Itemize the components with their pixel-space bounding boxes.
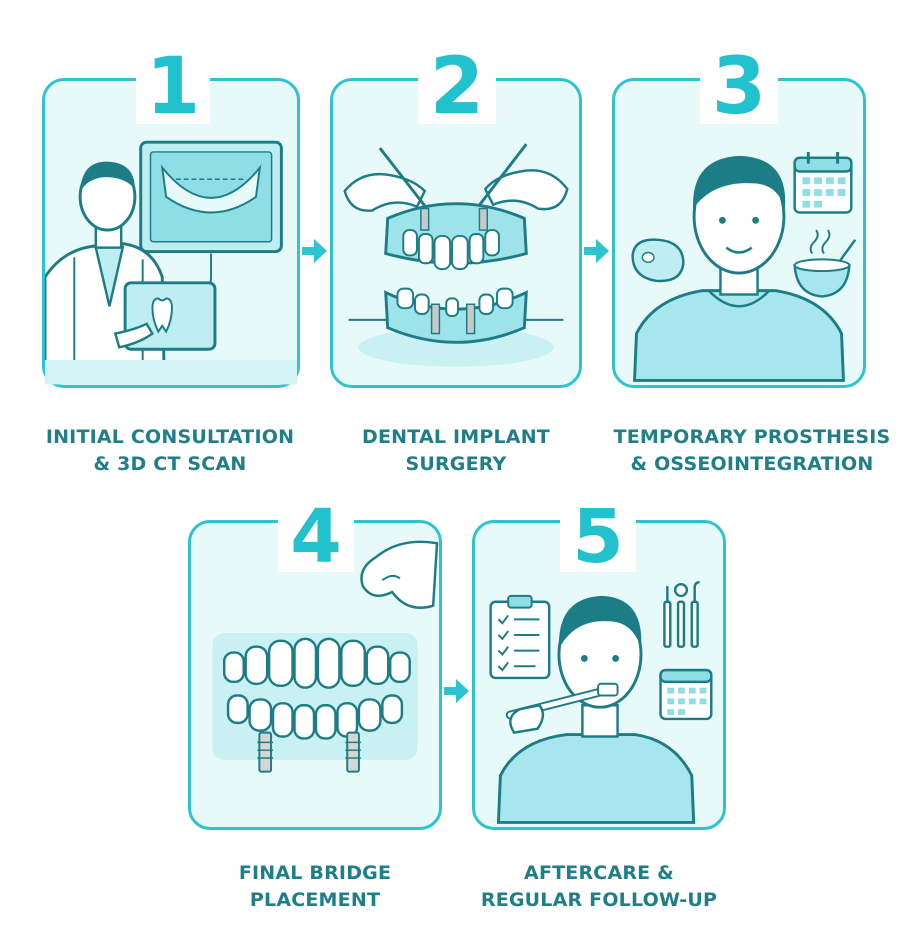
- step-4-number: 4: [278, 500, 354, 574]
- calendar-icon: [659, 668, 713, 721]
- step-1-number: 1: [136, 48, 210, 126]
- arrow-right-icon: [444, 679, 469, 703]
- tooth-tablet-icon: [113, 281, 217, 351]
- step-1-caption-line-1: INITIAL CONSULTATION: [45, 426, 295, 448]
- arrow-right-icon: [302, 239, 327, 263]
- step-5-caption: AFTERCARE & REGULAR FOLLOW-UP: [446, 860, 752, 914]
- denture-bridge-icon: [222, 637, 411, 773]
- step-4-illustration: [212, 540, 439, 773]
- step-4-caption-line-1: FINAL BRIDGE: [238, 862, 392, 884]
- step-2-panel: [330, 78, 582, 388]
- step-3-illustration: [631, 151, 857, 382]
- step-3-caption: TEMPORARY PROSTHESIS & OSSEOINTEGRATION: [596, 424, 908, 478]
- soup-bowl-icon: [793, 229, 857, 298]
- step-2-number: 2: [418, 48, 496, 126]
- patient-icon: [496, 595, 696, 824]
- step-5-caption-line-1: AFTERCARE &: [524, 862, 674, 884]
- step-5-caption-line-2: REGULAR FOLLOW-UP: [480, 889, 718, 911]
- step-2-caption: DENTAL IMPLANT SURGERY: [322, 424, 590, 478]
- step-2-illustration: [343, 143, 569, 367]
- toothbrush-icon: [505, 682, 619, 734]
- step-1-illustration: [45, 140, 297, 385]
- step-2-caption-line-2: SURGERY: [405, 453, 507, 475]
- step-1-panel: [42, 78, 300, 388]
- patient-icon: [633, 155, 845, 382]
- jaw-implant-icon: [348, 202, 564, 367]
- step-1-caption: INITIAL CONSULTATION & 3D CT SCAN: [20, 424, 320, 478]
- step-4-panel: [188, 520, 442, 830]
- step-3-caption-line-2: & OSSEOINTEGRATION: [630, 453, 874, 475]
- calendar-icon: [793, 151, 853, 214]
- gloved-hand-icon: [360, 540, 439, 609]
- step-4-caption: FINAL BRIDGE PLACEMENT: [188, 860, 442, 914]
- step-2-caption-line-1: DENTAL IMPLANT: [362, 426, 550, 448]
- step-3-caption-line-1: TEMPORARY PROSTHESIS: [613, 426, 891, 448]
- dental-tools-icon: [663, 581, 700, 648]
- arrow-right-icon: [584, 239, 609, 263]
- step-4-caption-line-2: PLACEMENT: [249, 889, 381, 911]
- step-3-number: 3: [700, 48, 778, 126]
- step-5-number: 5: [560, 500, 636, 574]
- step-5-illustration: [489, 581, 713, 824]
- clipboard-checklist-icon: [489, 594, 551, 680]
- step-1-caption-line-2: & 3D CT SCAN: [93, 453, 247, 475]
- xray-icon: [139, 140, 283, 296]
- steak-icon: [631, 238, 685, 283]
- surgeon-hands-icon: [343, 143, 569, 222]
- step-3-panel: [612, 78, 866, 388]
